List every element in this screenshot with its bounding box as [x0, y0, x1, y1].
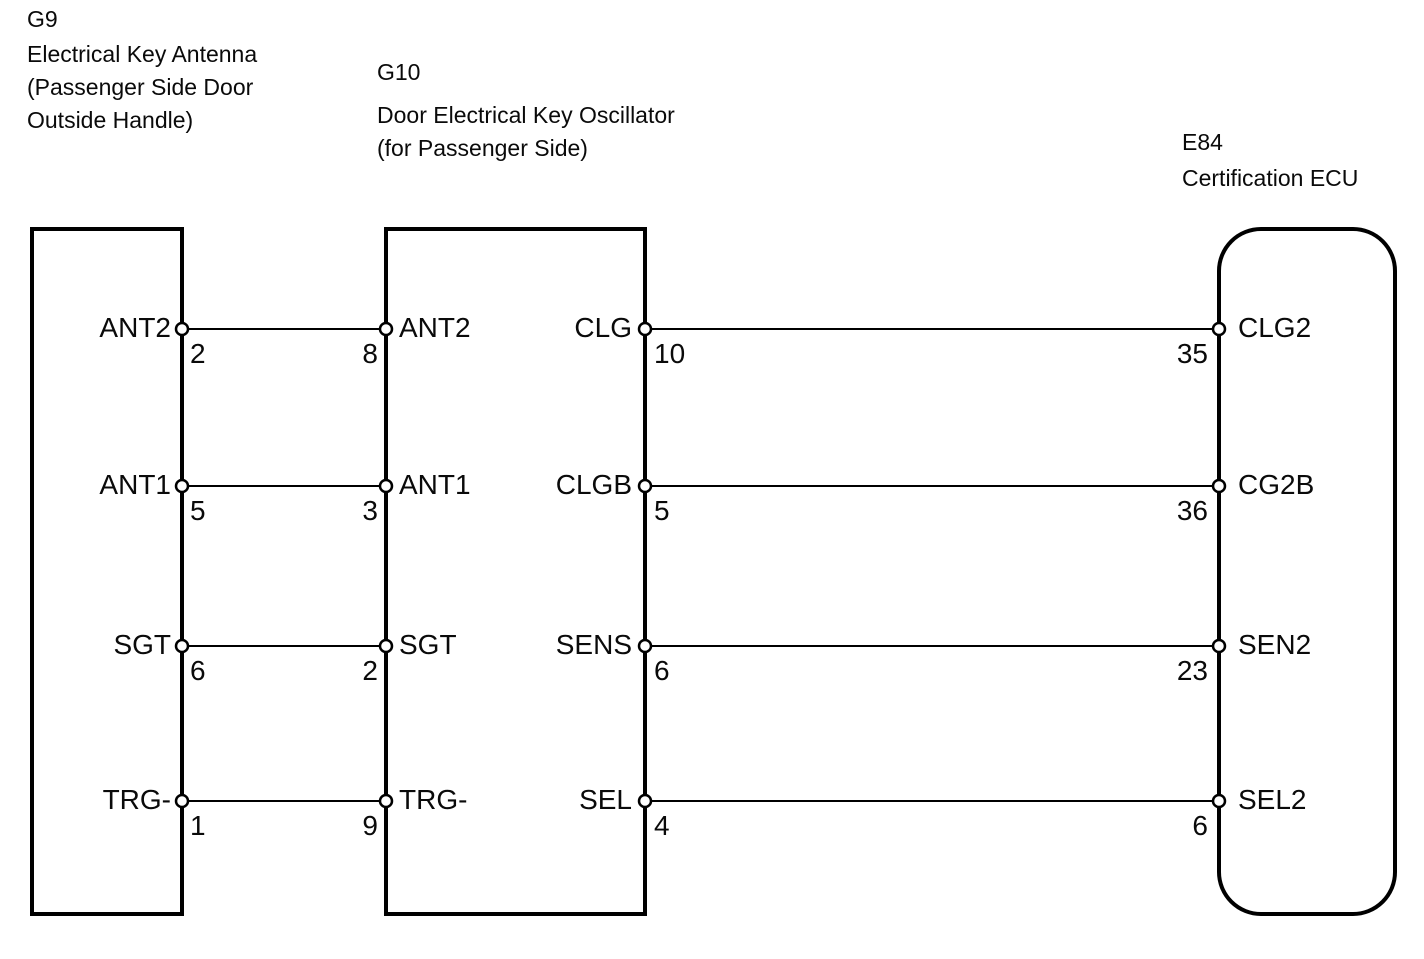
pin-terminal-g10-trg: [378, 793, 394, 809]
pin-label-e84-sel2: SEL2: [1238, 784, 1307, 815]
pin-number-e84-sen2: 23: [1177, 655, 1208, 686]
pin-label-g10-ant2: ANT2: [399, 312, 471, 343]
connector-box-e84: [1217, 227, 1397, 916]
pin-label-g10-sgt: SGT: [399, 629, 457, 660]
pin-label-g9-ant1: ANT1: [99, 469, 171, 500]
pin-terminal-g9-sgt: [174, 638, 190, 654]
pin-terminal-e84-sel2: [1211, 793, 1227, 809]
wire-row-ant1-clgb: ANT1 5 3 ANT1 CLGB 5 36 CG2B: [99, 469, 1314, 526]
pin-label-e84-clg2: CLG2: [1238, 312, 1311, 343]
connector-box-g10: [384, 227, 647, 916]
pin-number-g9-ant2: 2: [190, 338, 206, 369]
pin-number-g10-clgb: 5: [654, 495, 670, 526]
connector-code-e84: E84: [1182, 129, 1223, 155]
wire-row-sgt-sens: SGT 6 2 SGT SENS 6 23 SEN2: [113, 629, 1311, 686]
connector-name-g9-line2: (Passenger Side Door: [27, 74, 254, 100]
pin-terminal-g10-sgt: [378, 638, 394, 654]
pin-number-g10-ant2: 8: [362, 338, 378, 369]
pin-terminal-g10-sens: [637, 638, 653, 654]
connector-name-e84-line1: Certification ECU: [1182, 165, 1358, 191]
pin-number-e84-sel2: 6: [1192, 810, 1208, 841]
pin-label-g10-clg: CLG: [574, 312, 632, 343]
pin-label-g10-ant1: ANT1: [399, 469, 471, 500]
pin-terminal-g10-clg: [637, 321, 653, 337]
pin-terminal-g9-trg: [174, 793, 190, 809]
pin-number-g10-sens: 6: [654, 655, 670, 686]
pin-number-g10-clg: 10: [654, 338, 685, 369]
header-g10: G10 Door Electrical Key Oscillator (for …: [377, 59, 675, 161]
pin-number-e84-cg2b: 36: [1177, 495, 1208, 526]
pin-terminal-g10-clgb: [637, 478, 653, 494]
connector-name-g10-line1: Door Electrical Key Oscillator: [377, 102, 675, 128]
connector-code-g10: G10: [377, 59, 420, 85]
pin-label-e84-sen2: SEN2: [1238, 629, 1311, 660]
pin-terminal-e84-cg2b: [1211, 478, 1227, 494]
pin-label-g9-trg: TRG-: [103, 784, 171, 815]
wire-row-trg-sel: TRG- 1 9 TRG- SEL 4 6 SEL2: [103, 784, 1307, 841]
pin-number-g10-sgt: 2: [362, 655, 378, 686]
pin-label-g10-sens: SENS: [556, 629, 632, 660]
pin-terminal-e84-sen2: [1211, 638, 1227, 654]
pin-number-g10-trg: 9: [362, 810, 378, 841]
pin-number-g9-trg: 1: [190, 810, 206, 841]
pin-terminal-g10-sel: [637, 793, 653, 809]
pin-number-g10-ant1: 3: [362, 495, 378, 526]
pin-label-g10-trg: TRG-: [399, 784, 467, 815]
pin-number-g9-sgt: 6: [190, 655, 206, 686]
pin-terminal-g10-ant2: [378, 321, 394, 337]
connector-name-g9-line1: Electrical Key Antenna: [27, 41, 257, 67]
connector-code-g9: G9: [27, 6, 58, 32]
header-g9: G9 Electrical Key Antenna (Passenger Sid…: [27, 6, 257, 133]
pin-terminal-g9-ant2: [174, 321, 190, 337]
pin-number-g9-ant1: 5: [190, 495, 206, 526]
pin-label-g10-clgb: CLGB: [556, 469, 632, 500]
pin-terminal-g10-ant1: [378, 478, 394, 494]
pin-number-e84-clg2: 35: [1177, 338, 1208, 369]
pin-number-g10-sel: 4: [654, 810, 670, 841]
connector-name-g10-line2: (for Passenger Side): [377, 135, 588, 161]
header-e84: E84 Certification ECU: [1182, 129, 1358, 191]
pin-label-e84-cg2b: CG2B: [1238, 469, 1314, 500]
pin-label-g9-sgt: SGT: [113, 629, 171, 660]
connector-box-g9: [30, 227, 184, 916]
connector-name-g9-line3: Outside Handle): [27, 107, 193, 133]
pin-terminal-g9-ant1: [174, 478, 190, 494]
pin-label-g9-ant2: ANT2: [99, 312, 171, 343]
pin-terminal-e84-clg2: [1211, 321, 1227, 337]
wire-row-ant2-clg: ANT2 2 8 ANT2 CLG 10 35 CLG2: [99, 312, 1311, 369]
pin-label-g10-sel: SEL: [579, 784, 632, 815]
